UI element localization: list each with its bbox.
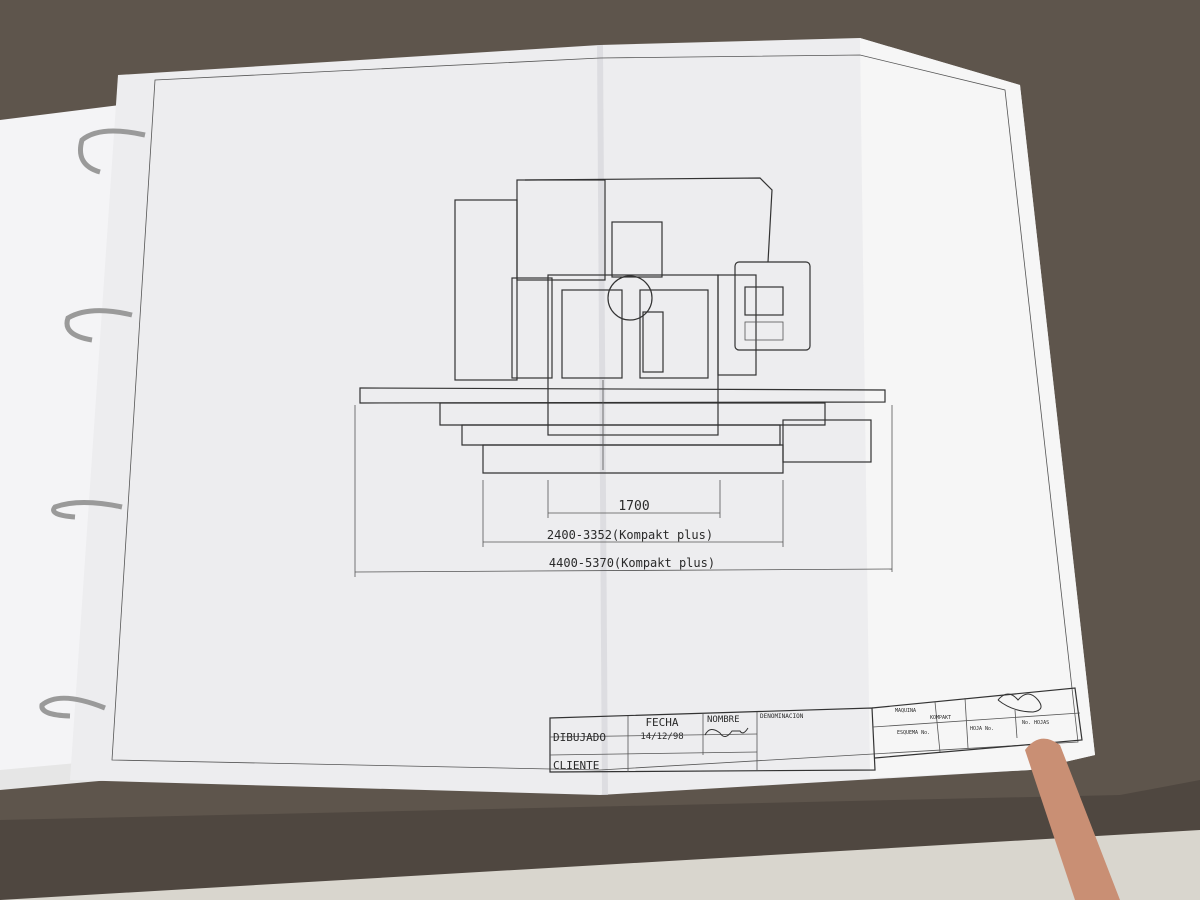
- nombre-label: NOMBRE: [707, 715, 740, 725]
- signature: [704, 727, 749, 737]
- binder-rings: [39, 128, 146, 719]
- title-block: [549, 687, 1083, 773]
- sheet-border: [111, 54, 1079, 771]
- finger: [1025, 738, 1120, 900]
- fecha-label: FECHA: [645, 716, 678, 729]
- control-panel: [734, 261, 811, 351]
- dimension-2400-3352: 2400-3352(Kompakt plus): [547, 528, 713, 542]
- fecha-value: 14/12/98: [640, 732, 683, 742]
- company-logo: [997, 693, 1042, 713]
- cliente-label: CLIENTE: [553, 759, 599, 772]
- dimension-4400-5370: 4400-5370(Kompakt plus): [549, 556, 715, 570]
- dibujado-label: DIBUJADO: [553, 731, 606, 744]
- maquina-value: KOMPAKT: [930, 715, 951, 721]
- esquema-label: ESQUEMA No.: [897, 730, 930, 736]
- dimension-lines: [354, 405, 893, 577]
- denominacion-label: DENOMINACION: [760, 713, 804, 720]
- drawing-sheet: [70, 38, 1095, 795]
- no-hojas-label: No. HOJAS: [1022, 720, 1049, 726]
- machine-drawing: [359, 177, 886, 474]
- dimension-1700: 1700: [618, 499, 649, 514]
- maquina-label: MAQUINA: [895, 708, 916, 714]
- hoja-label: HOJA No.: [970, 726, 994, 732]
